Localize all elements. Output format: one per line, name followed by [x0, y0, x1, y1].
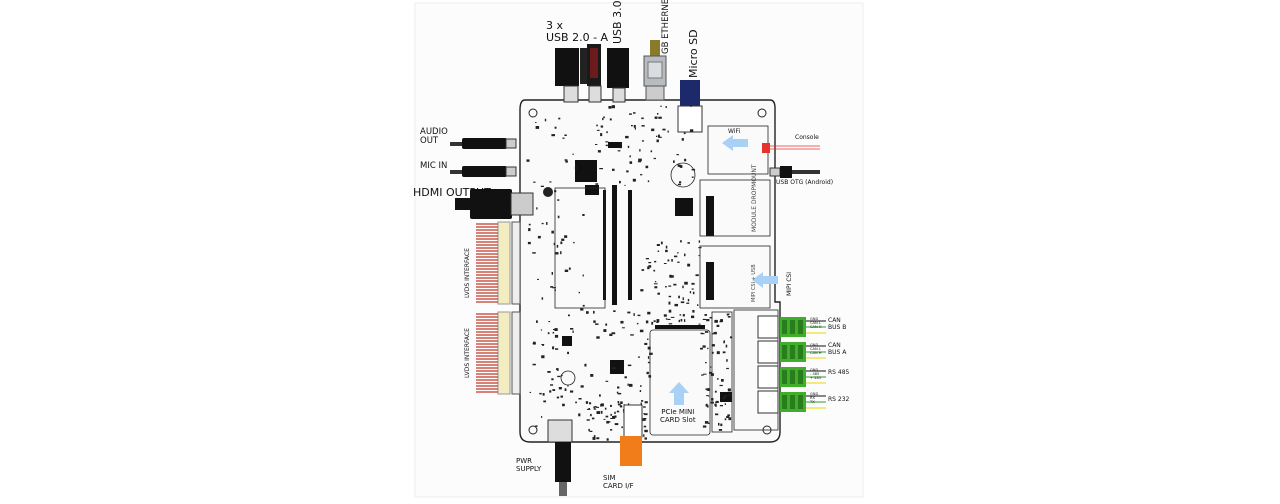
microsd-label: Micro SD [687, 29, 700, 78]
arrow-icon [669, 382, 689, 405]
can-b-pins: GND CAN L CAN H [810, 317, 822, 329]
mic-jack-icon [450, 166, 517, 177]
rs232-label: RS 232 [828, 396, 850, 403]
rs485-label: RS 485 [828, 369, 850, 376]
microsd-card-icon [677, 80, 703, 133]
ribbon-cable-icon [476, 221, 521, 305]
mipi-usb-label: MIPI CSI + USB [751, 264, 757, 302]
mic-in-label: MIC IN [420, 161, 448, 171]
console-label: Console [795, 134, 819, 141]
pcie-label: PCIe MINI CARD Slot [660, 408, 696, 424]
hdmi-plug-icon [455, 187, 553, 219]
pwr-label: PWR SUPPLY [516, 457, 542, 473]
usb-otg-plug [769, 166, 820, 178]
gbe-label: GB ETHERNET [661, 0, 671, 54]
hdmi-label: HDMI OUTPUT [413, 186, 491, 199]
can-a-pins: GND CAN L CAN H [810, 343, 822, 355]
wifi-label: WiFi [728, 128, 741, 135]
arrow-icon [722, 135, 748, 151]
ethernet-plug-icon [643, 40, 667, 101]
usb3-connector [607, 48, 629, 103]
module-mount-label: MODULE DROPMOUNT [751, 164, 758, 232]
can-b-label: CAN BUS B [828, 317, 847, 331]
mipi-csi-label: MIPI CSI [786, 271, 793, 296]
rs232-pins: GND RX TX [810, 392, 819, 404]
rs485-pins: GND - 485 + 485 [810, 368, 822, 380]
ribbon-cable-icon [476, 311, 521, 395]
arrow-icon [752, 272, 778, 288]
can-a-label: CAN BUS A [828, 342, 847, 356]
audio-jack-icon [450, 138, 517, 149]
usb2-label: 3 x USB 2.0 - A [546, 19, 609, 45]
lvds-label-1: LVDS INTERFACE [464, 248, 471, 298]
usb-otg-label: USB OTG (Android) [776, 179, 834, 186]
sim-label: SIM CARD I/F [603, 474, 634, 490]
power-plug-icon [547, 419, 573, 496]
lvds-label-2: LVDS INTERFACE [464, 328, 471, 378]
usb3-label: USB 3.0 [611, 0, 624, 44]
console-connector [762, 143, 820, 153]
usb2-connectors [555, 44, 602, 103]
audio-out-label: AUDIO OUT [420, 127, 448, 147]
sim-card-icon [620, 404, 643, 466]
